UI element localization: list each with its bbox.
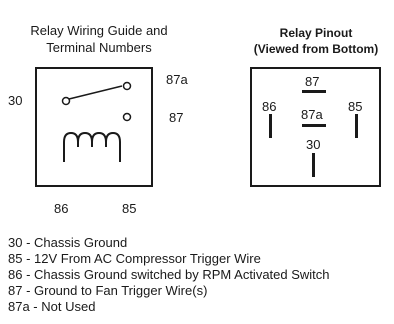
pin-87a-bar-icon bbox=[302, 124, 326, 127]
wiring-guide-title-line2: Terminal Numbers bbox=[46, 40, 152, 55]
pinout-title-line1: Relay Pinout bbox=[279, 26, 353, 40]
pin-86-bar-icon bbox=[269, 114, 272, 138]
pin-87a-label: 87a bbox=[301, 107, 323, 122]
nc-contact-icon bbox=[122, 81, 132, 91]
pin-30-label: 30 bbox=[306, 137, 321, 152]
wiring-guide-title-line1: Relay Wiring Guide and bbox=[30, 23, 168, 38]
pin-85-bar-icon bbox=[355, 114, 358, 138]
terminal-87a-label: 87a bbox=[166, 72, 188, 87]
relay-pinout-box bbox=[250, 67, 381, 187]
pinout-title-line2: (Viewed from Bottom) bbox=[253, 42, 379, 56]
legend-item: 86 - Chassis Ground switched by RPM Acti… bbox=[8, 267, 330, 282]
switch-arm-icon bbox=[68, 85, 123, 100]
terminal-86-label: 86 bbox=[54, 201, 69, 216]
wiring-legend: 30 - Chassis Ground 85 - 12V From AC Com… bbox=[8, 235, 330, 315]
terminal-87-label: 87 bbox=[169, 110, 184, 125]
wiring-guide-title: Relay Wiring Guide and Terminal Numbers bbox=[10, 22, 188, 56]
no-contact-icon bbox=[122, 112, 132, 122]
pin-30-bar-icon bbox=[312, 153, 315, 177]
legend-item: 87 - Ground to Fan Trigger Wire(s) bbox=[8, 283, 208, 298]
pinout-title: Relay Pinout (Viewed from Bottom) bbox=[238, 25, 394, 57]
terminal-85-label: 85 bbox=[122, 201, 137, 216]
pin-86-label: 86 bbox=[262, 99, 277, 114]
legend-item: 87a - Not Used bbox=[8, 299, 96, 314]
legend-item: 30 - Chassis Ground bbox=[8, 235, 128, 250]
pin-87-bar-icon bbox=[302, 90, 326, 93]
pin-85-label: 85 bbox=[348, 99, 363, 114]
coil-icon bbox=[63, 131, 121, 162]
relay-schematic-box bbox=[35, 67, 153, 187]
legend-item: 85 - 12V From AC Compressor Trigger Wire bbox=[8, 251, 261, 266]
terminal-30-label: 30 bbox=[8, 93, 23, 108]
common-contact-icon bbox=[61, 96, 71, 106]
pin-87-label: 87 bbox=[305, 74, 320, 89]
